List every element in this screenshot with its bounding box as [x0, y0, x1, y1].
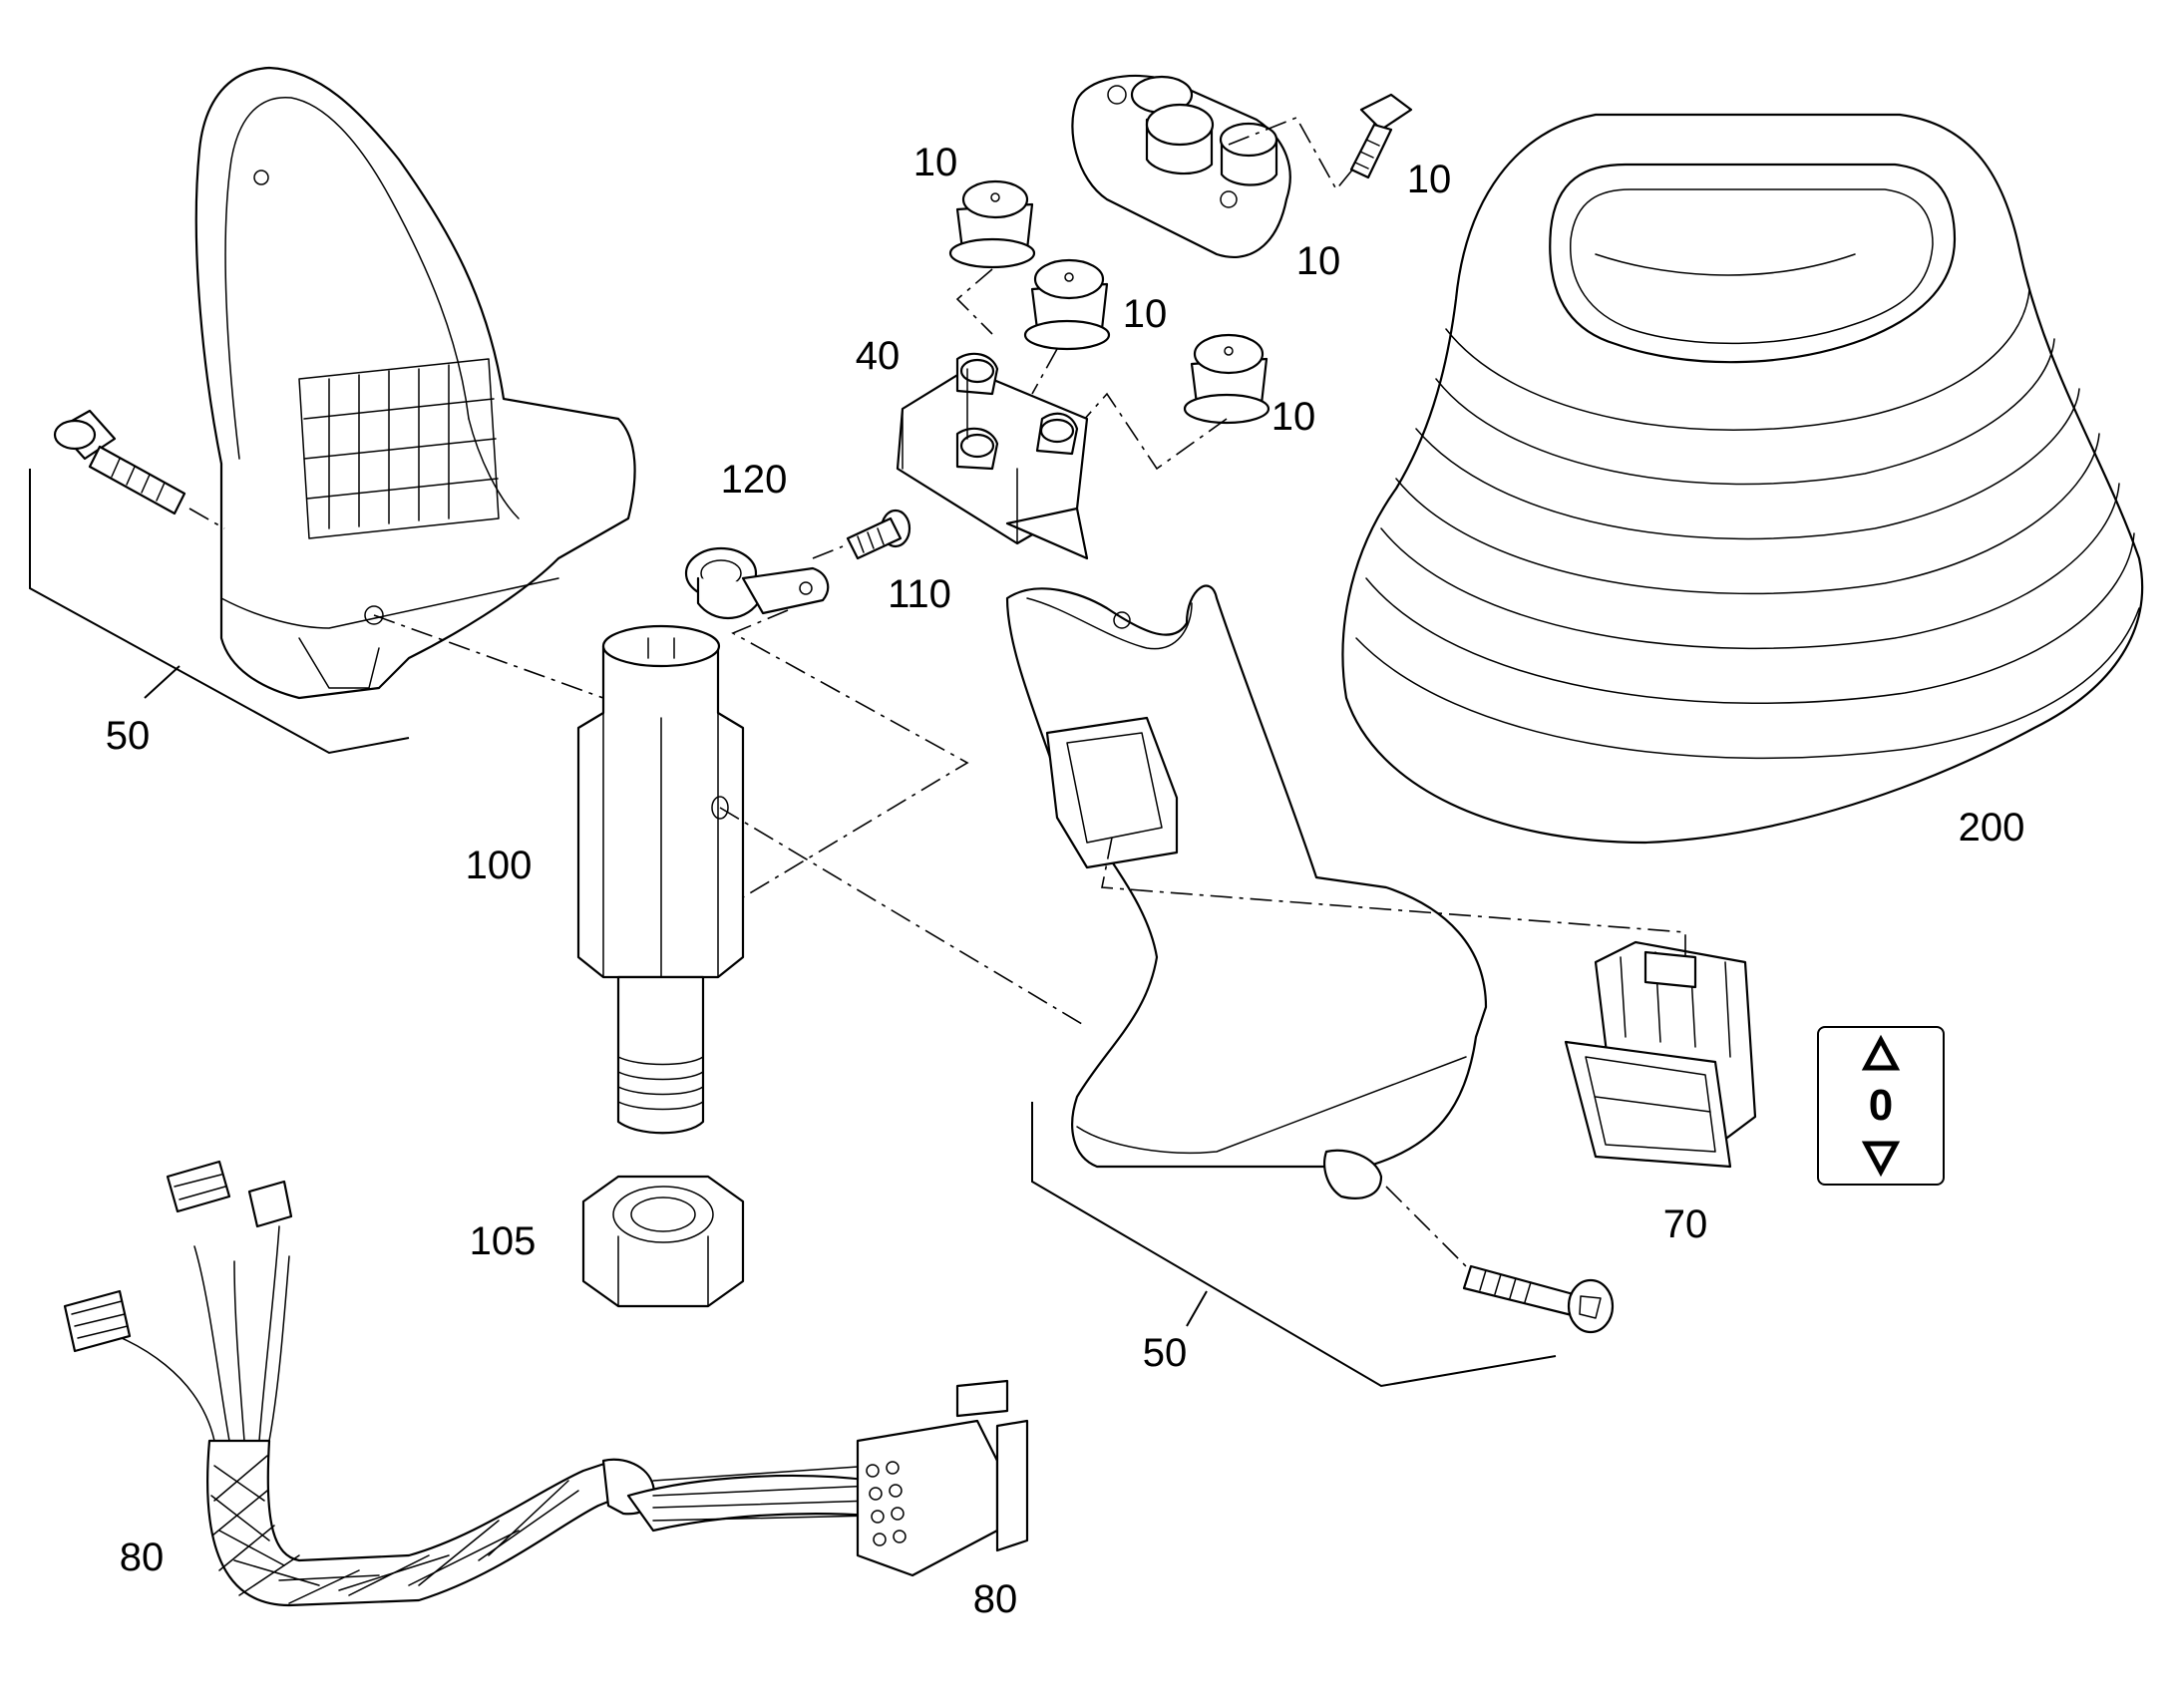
- callout-80-right: 80: [972, 1577, 1018, 1621]
- left-grip-half: [194, 66, 636, 700]
- callout-10-screw: 10: [1406, 158, 1452, 201]
- callout-100: 100: [465, 844, 533, 887]
- arrow-down-icon: [1861, 1141, 1901, 1178]
- rocker-decal-panel: 0: [1817, 1026, 1945, 1186]
- bracket-50-left: [29, 469, 410, 755]
- callout-110: 110: [888, 572, 951, 616]
- cable-harness-80: [63, 1160, 1029, 1607]
- cap-leaders-2: [1066, 392, 1228, 471]
- callout-10-plate: 10: [1295, 239, 1341, 283]
- leader-shaft-to-grip-right: [719, 807, 1088, 1028]
- callout-50-left: 50: [105, 714, 151, 758]
- cap-middle: [1023, 258, 1111, 351]
- decal-arrows: [1861, 1034, 1901, 1178]
- bracket-50-right: [1031, 1102, 1557, 1388]
- callout-105: 105: [469, 1219, 537, 1263]
- bellows-200: [1341, 113, 2144, 845]
- screw-top-right: [1228, 93, 1413, 191]
- switch-plate-top: [1071, 74, 1291, 259]
- bolt-right: [1385, 1186, 1615, 1334]
- rocker-switch-70: [1564, 940, 1757, 1169]
- callout-80-left: 80: [119, 1536, 165, 1579]
- shaft-100: [576, 624, 745, 1135]
- callout-10-cap-right: 10: [1271, 395, 1316, 439]
- callout-10-cap-upper: 10: [912, 141, 958, 184]
- callout-50-right: 50: [1142, 1331, 1188, 1375]
- micro-switch-assembly: [896, 352, 1089, 560]
- screw-110: [812, 509, 911, 560]
- callout-40: 40: [855, 334, 901, 378]
- cap-leaders-3: [1031, 348, 1058, 395]
- cap-leaders: [955, 268, 993, 335]
- leader-50-left: [144, 665, 181, 699]
- leader-50-right: [1186, 1290, 1208, 1327]
- callout-200: 200: [1958, 806, 2025, 850]
- clip-120: [684, 546, 830, 619]
- right-grip-half: [1005, 584, 1488, 1199]
- nut-105: [581, 1175, 745, 1308]
- callout-70: 70: [1662, 1202, 1708, 1246]
- cap-right: [1183, 333, 1271, 425]
- leader-clip-to-shaft: [731, 609, 969, 898]
- callout-10-cap-middle: 10: [1122, 292, 1168, 336]
- cap-upper-left: [948, 179, 1036, 269]
- leader-grip-left-to-shaft: [373, 614, 604, 699]
- arrow-up-icon: [1861, 1034, 1901, 1071]
- callout-120: 120: [720, 458, 788, 502]
- switch-leader: [1101, 837, 1686, 962]
- decal-zero-symbol: 0: [1868, 1081, 1894, 1130]
- bolt-left: [53, 409, 225, 529]
